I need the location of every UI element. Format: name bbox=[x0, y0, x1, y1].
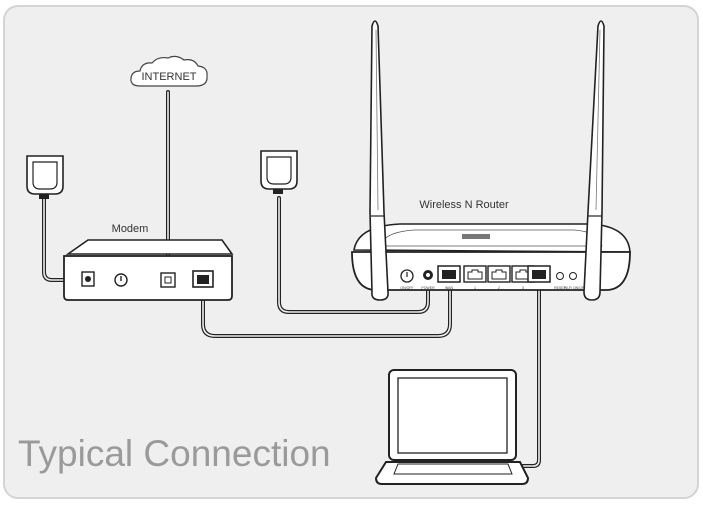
port-label-lan1: 1 bbox=[474, 286, 476, 290]
antenna-right bbox=[583, 20, 605, 301]
router: Wireless N Router ON/OFF POWER WAN 1 bbox=[351, 199, 631, 291]
port-label-wan: WAN bbox=[445, 286, 454, 290]
port-label-wifi: Wi-Fi ON/OFF bbox=[564, 286, 586, 290]
laptop bbox=[374, 369, 530, 485]
antenna-left bbox=[369, 20, 389, 301]
diagram-panel bbox=[3, 5, 699, 499]
cloud-icon bbox=[130, 55, 208, 87]
port-label-power: POWER bbox=[421, 286, 435, 290]
modem-power-adapter bbox=[26, 155, 64, 199]
diagram-title: Typical Connection bbox=[18, 433, 331, 474]
internet-cloud: INTERNET bbox=[130, 55, 208, 87]
router-power-adapter bbox=[260, 150, 298, 194]
phone-jack-icon bbox=[160, 272, 176, 288]
port-label-lan2: 2 bbox=[498, 286, 500, 290]
port-label-reset: RESET bbox=[554, 286, 567, 290]
modem: Modem bbox=[63, 223, 234, 301]
antenna-icon bbox=[369, 20, 389, 301]
internet-label: INTERNET bbox=[142, 71, 197, 83]
port-label-lan3: 3 bbox=[522, 286, 524, 290]
modem-label: Modem bbox=[112, 223, 149, 235]
router-label: Wireless N Router bbox=[419, 199, 509, 211]
port-label-onoff: ON/OFF bbox=[400, 286, 413, 290]
modem-icon bbox=[65, 239, 234, 255]
